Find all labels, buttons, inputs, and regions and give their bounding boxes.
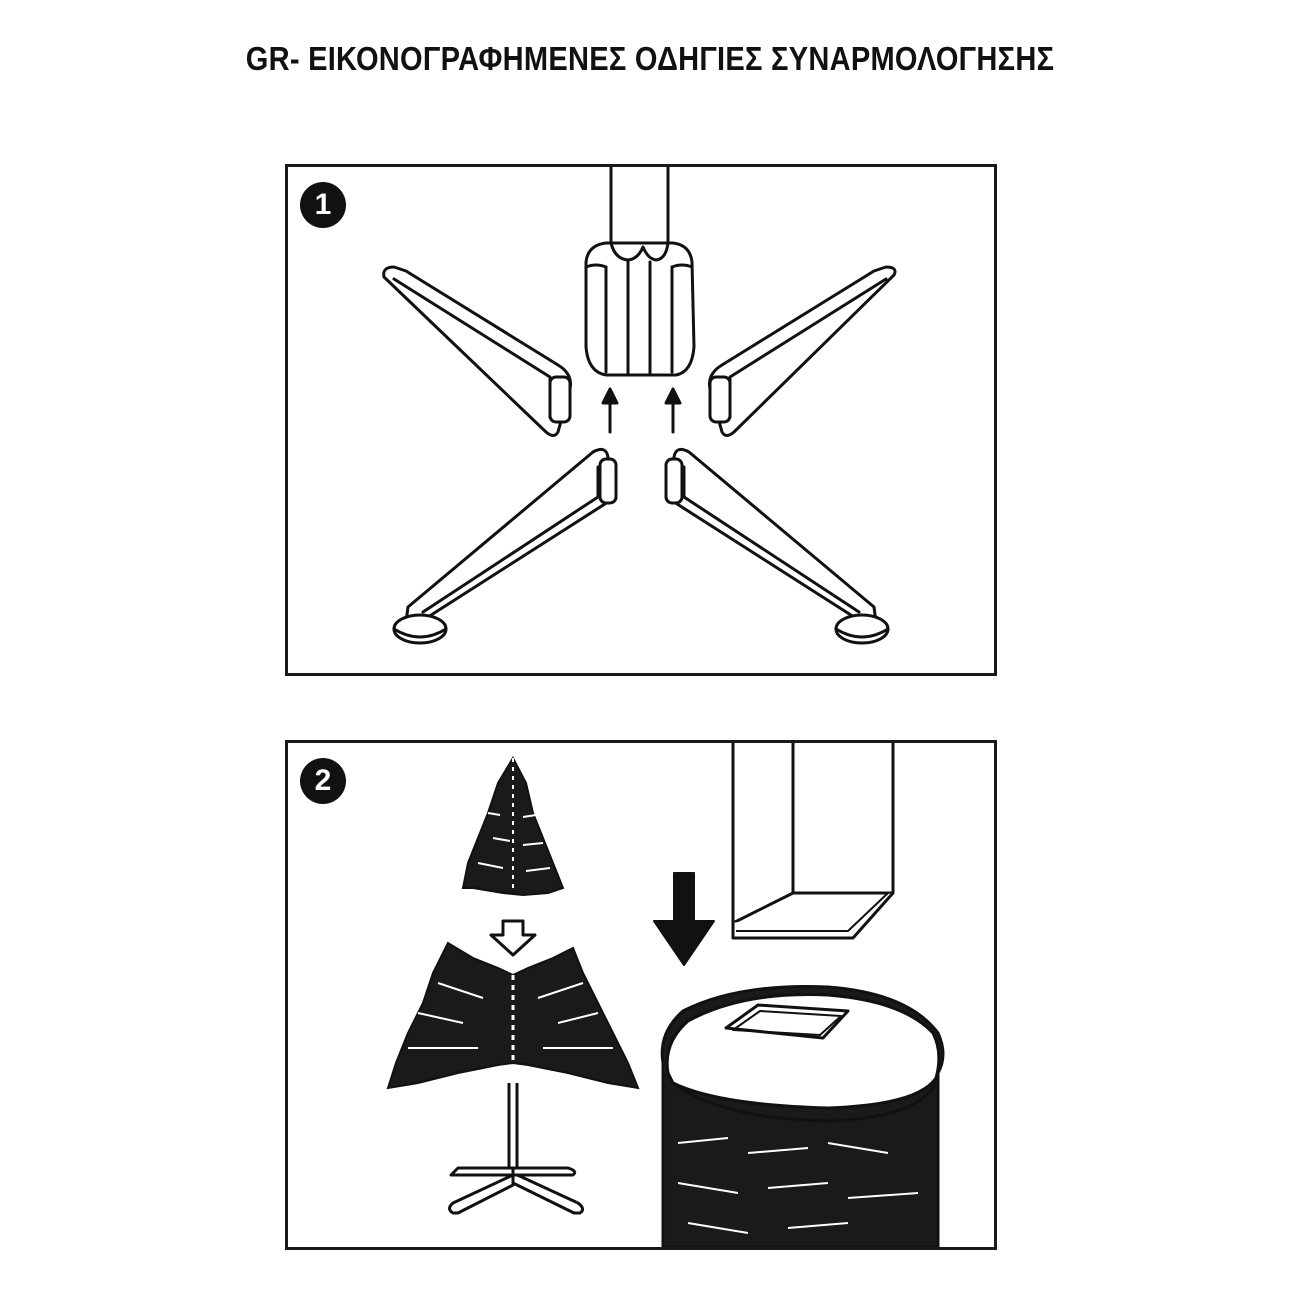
tree-top-section: [463, 758, 563, 895]
leg-lower-right: [666, 449, 888, 643]
arrow-up-right-icon: [666, 389, 680, 432]
step-1-panel: 1: [285, 164, 997, 676]
arrow-down-solid-icon: [654, 873, 714, 965]
stand-assembly-illustration: [288, 167, 994, 673]
step-number-badge: 2: [300, 758, 346, 804]
tree-base-cylinder: [662, 987, 943, 1248]
leg-lower-left: [394, 449, 616, 643]
leg-upper-left: [384, 267, 571, 436]
center-pole: [611, 167, 668, 247]
tree-lower-section: [388, 943, 638, 1088]
arrow-down-outline-icon: [491, 921, 535, 955]
pole-insert: [733, 743, 893, 938]
stand-hub: [586, 243, 694, 375]
step-number-badge: 1: [300, 182, 346, 228]
leg-upper-right: [710, 267, 896, 436]
page-title: GR- ΕΙΚΟΝΟΓΡΑΦΗΜΕΝΕΣ ΟΔΗΓΙΕΣ ΣΥΝΑΡΜΟΛΟΓΗ…: [78, 40, 1222, 78]
arrow-up-left-icon: [603, 389, 617, 432]
step-2-panel: 2: [285, 740, 997, 1250]
tree-assembly-illustration: [288, 743, 994, 1247]
tree-stand: [450, 1083, 583, 1213]
